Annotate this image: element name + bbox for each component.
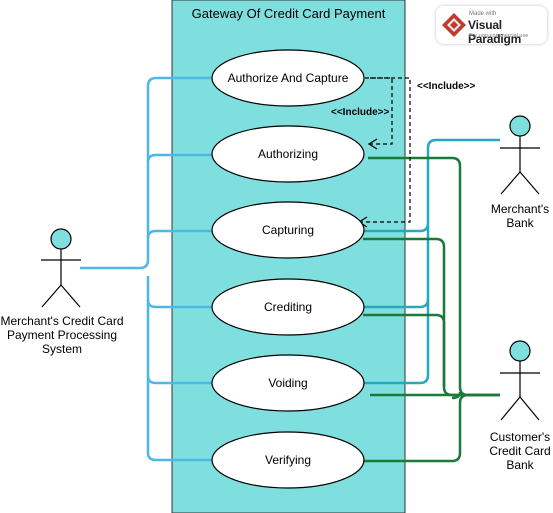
link-merchantsbank-voiding bbox=[363, 299, 430, 385]
actor-head bbox=[509, 115, 531, 137]
actor-label-merchants-bank: Merchant's Bank bbox=[490, 202, 550, 230]
watermark-made-with: Made with bbox=[469, 11, 497, 17]
include-relations bbox=[360, 77, 411, 223]
usecase-authorize-and-capture[interactable] bbox=[211, 49, 365, 107]
usecase-label-capturing: Capturing bbox=[261, 223, 315, 237]
link-customerbank-capturing bbox=[451, 391, 462, 400]
association-lines bbox=[80, 76, 500, 463]
visual-paradigm-watermark: Made with Visual Paradigm For non-commer… bbox=[436, 6, 547, 46]
usecase-voiding[interactable] bbox=[211, 354, 365, 412]
usecase-authorizing[interactable] bbox=[211, 125, 365, 183]
include-arrowhead-authorizing bbox=[367, 138, 378, 150]
include-arrow-authorizing bbox=[365, 77, 393, 145]
watermark-brand: Visual Paradigm bbox=[468, 18, 522, 46]
actor-customers-bank-figure[interactable] bbox=[500, 340, 540, 421]
actor-head bbox=[50, 228, 72, 250]
include-label-first: <<Include>> bbox=[417, 81, 476, 92]
actor-merchants-bank-figure[interactable] bbox=[500, 115, 540, 195]
link-system-capturing bbox=[146, 229, 212, 239]
actor-head bbox=[509, 340, 531, 362]
visual-paradigm-logo-icon bbox=[442, 13, 466, 37]
link-system-authorize-and-capture bbox=[80, 76, 212, 270]
usecase-verifying[interactable] bbox=[211, 431, 365, 489]
actor-processing-system-figure[interactable] bbox=[41, 228, 81, 308]
usecase-label-voiding: Voiding bbox=[268, 376, 308, 390]
actor-label-customers-bank: Customer's Credit Card Bank bbox=[489, 430, 551, 472]
link-merchantsbank-capturing bbox=[363, 138, 500, 233]
usecase-capturing[interactable] bbox=[211, 201, 365, 259]
link-system-verifying bbox=[146, 376, 212, 462]
include-label-second: <<Include>> bbox=[331, 107, 390, 118]
usecase-label-verifying: Verifying bbox=[264, 453, 312, 467]
include-arrow-capturing bbox=[360, 77, 411, 223]
actor-label-processing-system: Merchant's Credit Card Payment Processin… bbox=[0, 314, 124, 356]
link-customerbank-voiding bbox=[363, 313, 446, 387]
usecase-label-authorizing: Authorizing bbox=[257, 147, 319, 161]
usecase-label-authorize-and-capture: Authorize And Capture bbox=[227, 71, 349, 85]
usecase-crediting[interactable] bbox=[211, 278, 365, 336]
link-system-authorizing bbox=[146, 153, 212, 163]
system-title: Gateway Of Credit Card Payment bbox=[191, 6, 386, 21]
usecase-label-crediting: Crediting bbox=[263, 300, 313, 314]
watermark-note: For non-commercial use bbox=[469, 33, 529, 39]
